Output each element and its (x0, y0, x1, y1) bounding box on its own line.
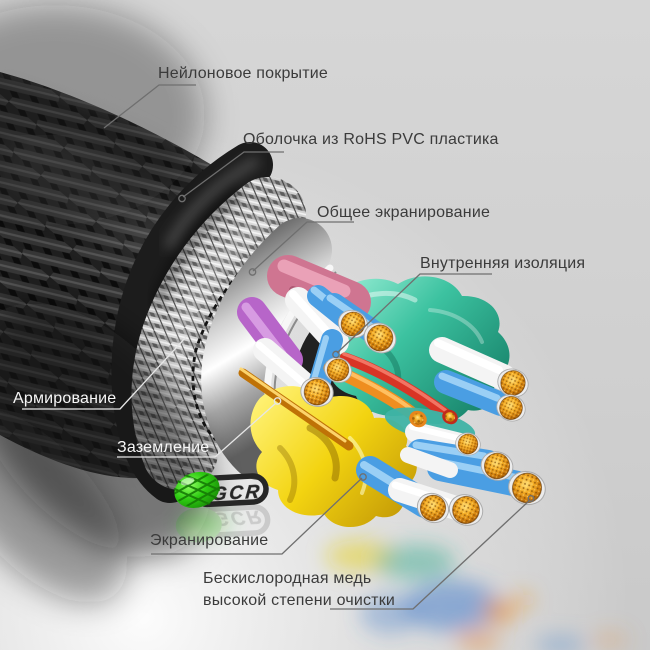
label-overall-shielding: Общее экранирование (317, 204, 491, 221)
logo-text: GCR (211, 482, 262, 506)
red-wire (339, 352, 452, 420)
label-nylon-coating: Нейлоновое покрытие (158, 65, 329, 82)
wire-bundle (237, 255, 551, 532)
copper-ground-rod (238, 367, 354, 451)
label-pvc-jacket: Оболочка из RoHS PVC пластика (243, 131, 499, 148)
white-wire-right (429, 337, 516, 390)
cable-shadow (0, 5, 211, 603)
copper-strand-tips (297, 304, 551, 532)
gcr-logo-reflection: GCR (175, 504, 271, 543)
yellow-ground-foil (250, 386, 417, 528)
logo-text: GCR (211, 506, 265, 529)
label-armoring: Армирование (13, 390, 117, 407)
label-grounding: Заземление (117, 439, 210, 456)
label-inner-insulation: Внутренняя изоляция (420, 255, 586, 272)
gcr-logo: GCR GCR (173, 471, 271, 543)
pine-cone-icon (173, 471, 221, 509)
blue-wire-right (434, 370, 513, 416)
label-shielding: Экранирование (150, 532, 269, 549)
floor-reflections (177, 515, 628, 650)
label-oxygen-free-copper: Бескислородная медь высокой степени очис… (203, 568, 395, 612)
leader-lines (22, 84, 535, 610)
label-oxygen-free-copper-line1: Бескислородная медь (203, 570, 372, 587)
label-oxygen-free-copper-line2: высокой степени очистки (203, 592, 396, 609)
